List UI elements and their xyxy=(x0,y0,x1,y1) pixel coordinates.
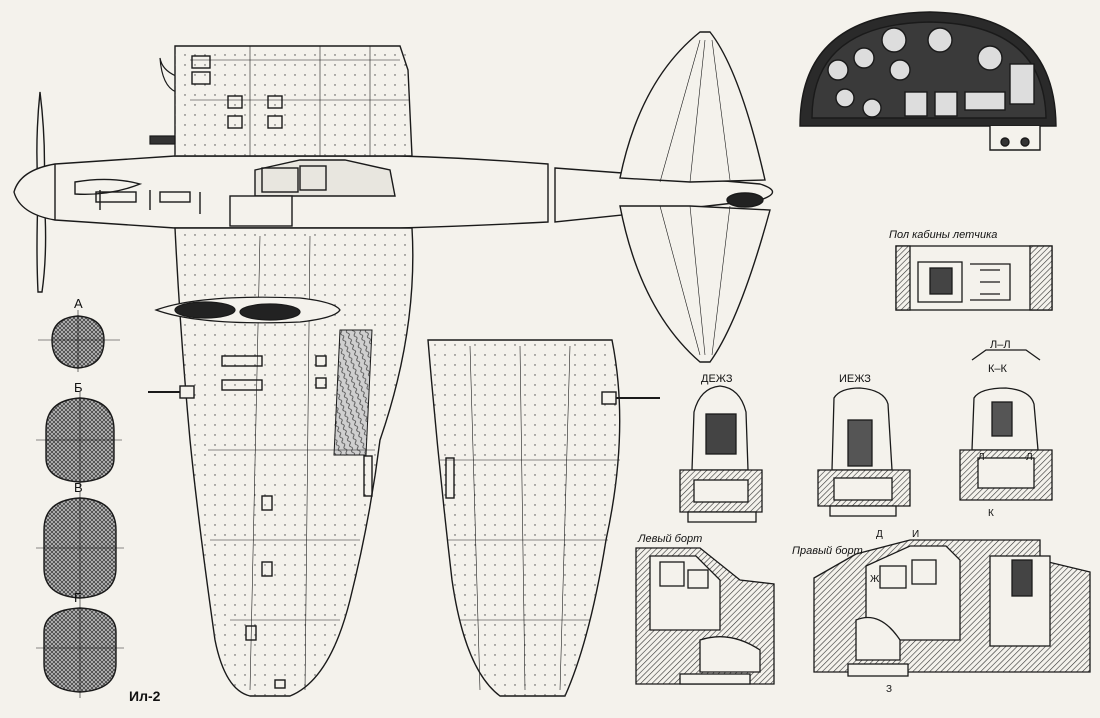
section-right-side xyxy=(813,539,1091,677)
iezhz-label: ИЕЖЗ xyxy=(839,373,871,385)
marker-z: З xyxy=(886,684,892,695)
cross-sections xyxy=(36,310,124,698)
section-iezhz xyxy=(817,387,911,517)
marker-k: К xyxy=(988,508,994,519)
section-kk xyxy=(959,349,1053,501)
section-a-label: А xyxy=(74,296,83,311)
under-wing-pod xyxy=(154,296,341,324)
kk-label: К–К xyxy=(988,363,1008,375)
drawing-title: Ил-2 xyxy=(129,688,161,704)
section-g-label: Г xyxy=(74,590,81,605)
left-side-label: Левый борт xyxy=(637,533,702,545)
gun-pod-left xyxy=(149,57,179,145)
ll-label: Л–Л xyxy=(990,339,1011,351)
propeller xyxy=(36,91,47,293)
marker-l-right: Л xyxy=(1026,452,1033,463)
fuselage-plan xyxy=(13,155,549,229)
wing-right-plan xyxy=(148,227,414,697)
wing-underside xyxy=(427,339,660,697)
section-dezhz xyxy=(679,385,763,523)
marker-d: Д xyxy=(876,529,883,540)
marker-l-left: Л xyxy=(978,452,985,463)
wing-left-plan xyxy=(174,45,413,157)
tail-plan xyxy=(554,31,774,363)
cockpit-floor-view xyxy=(895,245,1053,311)
section-left-side xyxy=(635,547,775,685)
right-side-label: Правый борт xyxy=(792,545,863,557)
instrument-panel xyxy=(799,11,1057,151)
cockpit-floor-label: Пол кабины летчика xyxy=(889,229,997,241)
section-b-label: Б xyxy=(74,380,83,395)
marker-i: И xyxy=(912,529,919,540)
marker-zh: Ж xyxy=(870,574,880,585)
dezhz-label: ДЕЖЗ xyxy=(701,373,733,385)
section-v-label: В xyxy=(74,480,83,495)
